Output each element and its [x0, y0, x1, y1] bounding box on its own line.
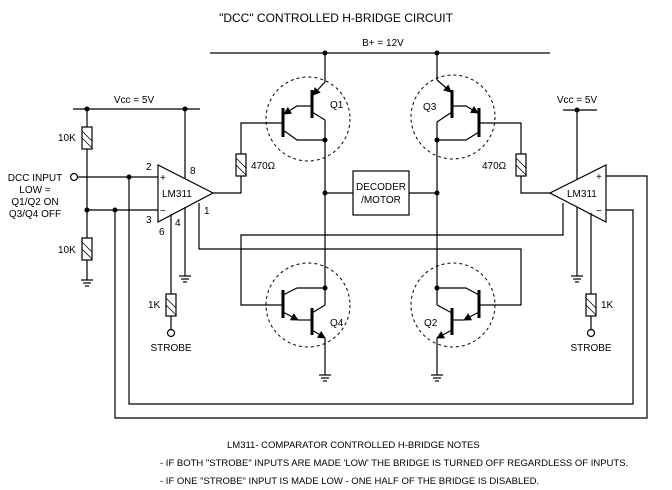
ground-icon — [81, 279, 93, 287]
transistor-q2 — [410, 262, 496, 348]
q3-drive-wire — [479, 122, 550, 194]
resistor-470-left-label: 470Ω — [251, 161, 276, 172]
strobe-left-terminal[interactable] — [166, 328, 176, 338]
pin-4-label: 4 — [175, 218, 181, 229]
q2-drive-wire — [198, 203, 522, 306]
q3-label: Q3 — [423, 102, 437, 113]
dcc-input-label-2: LOW = — [19, 185, 51, 196]
q1-label: Q1 — [330, 100, 344, 111]
pin-minus: − — [596, 206, 602, 217]
resistor-10k-top — [81, 126, 93, 150]
q1-drive-wire — [213, 122, 283, 194]
strobe-right-label: STROBE — [570, 343, 611, 354]
pin-2-label: 2 — [146, 162, 152, 173]
ground-icon — [319, 374, 331, 382]
junction-dot — [84, 207, 90, 213]
resistor-10k-top-label: 10K — [58, 133, 76, 144]
resistor-10k-bottom-label: 10K — [58, 245, 76, 256]
motor-label: /MOTOR — [361, 195, 401, 206]
dcc-input-terminal[interactable] — [69, 172, 79, 182]
comparator-left-label: LM311 — [162, 189, 192, 200]
pin-3-label: 3 — [146, 215, 152, 226]
pin-1-label: 1 — [204, 206, 210, 217]
resistor-10k-bottom — [81, 237, 93, 261]
resistor-1k-right — [585, 293, 597, 317]
pin-8-label: 8 — [190, 166, 196, 177]
pin-6-label: 6 — [159, 227, 165, 238]
comparator-right — [548, 164, 607, 223]
dcc-input-label-1: DCC INPUT — [8, 173, 62, 184]
transistor-q3 — [410, 74, 496, 160]
diagram-title: "DCC" CONTROLLED H-BRIDGE CIRCUIT — [219, 11, 454, 25]
resistor-1k-right-label: 1K — [601, 300, 614, 311]
pin-plus: + — [160, 173, 166, 184]
strobe-left-label: STROBE — [150, 343, 191, 354]
crossfeed-wire-inner — [128, 177, 634, 405]
resistor-470-left — [235, 153, 247, 177]
transistor-q4 — [265, 262, 351, 348]
decoder-label: DECODER — [356, 182, 406, 193]
vcc-left-label: Vcc = 5V — [114, 95, 155, 106]
resistor-470-right-label: 470Ω — [482, 161, 507, 172]
strobe-right-terminal[interactable] — [586, 328, 596, 338]
ground-icon — [179, 275, 191, 283]
pin-minus: − — [160, 206, 166, 217]
notes-heading: LM311- COMPARATOR CONTROLLED H-BRIDGE NO… — [227, 440, 480, 451]
q4-label: Q4 — [330, 318, 344, 329]
crossfeed-wire-outer — [114, 175, 648, 419]
resistor-1k-left — [165, 293, 177, 317]
resistor-1k-left-label: 1K — [148, 300, 161, 311]
ground-icon — [571, 275, 583, 283]
q2-label: Q2 — [424, 318, 438, 329]
transistor-q1 — [265, 76, 351, 162]
vcc-right-label: Vcc = 5V — [557, 95, 598, 106]
decoder-motor-box — [352, 170, 410, 216]
resistor-470-right — [515, 153, 527, 177]
dcc-input-label-4: Q3/Q4 OFF — [9, 209, 61, 220]
pin-plus: + — [596, 172, 602, 183]
bplus-label: B+ = 12V — [362, 38, 404, 49]
note-item: - IF BOTH "STROBE" INPUTS ARE MADE 'LOW'… — [160, 458, 628, 469]
dcc-input-label-3: Q1/Q2 ON — [11, 197, 58, 208]
comparator-right-label: LM311 — [567, 189, 597, 200]
note-item: - IF ONE "STROBE" INPUT IS MADE LOW - ON… — [160, 476, 539, 487]
ground-icon — [431, 374, 443, 382]
q4-drive-wire — [240, 203, 564, 306]
